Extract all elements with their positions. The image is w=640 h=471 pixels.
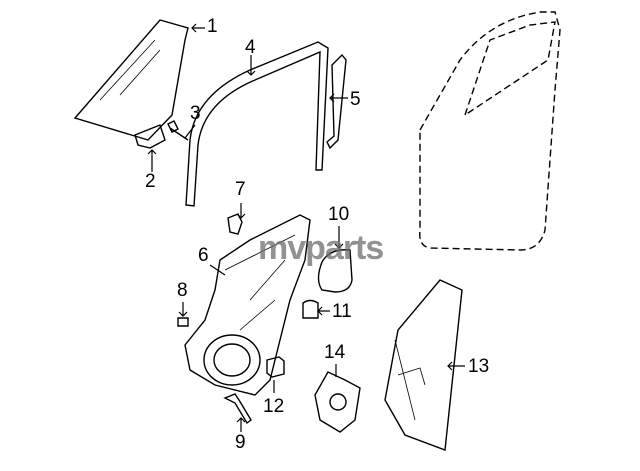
part-14-motor [314,371,361,433]
callout-8: 8 [177,280,188,301]
callout-9: 9 [235,432,246,453]
part-7-clip [227,213,243,235]
leader-lines [147,23,465,432]
part-6-regulator-plate [184,214,311,396]
callout-14: 14 [324,342,346,363]
callout-12: 12 [263,396,285,417]
part-9-bolt [223,393,252,425]
part-5-channel [326,53,347,150]
part-11-cap [302,299,319,319]
callout-6: 6 [198,245,209,266]
part-12-block [266,356,285,378]
callout-10: 10 [328,204,350,225]
door-outline [419,11,561,251]
callout-1: 1 [207,16,218,37]
part-4-run-channel [185,41,329,207]
part-2-bracket [134,124,166,149]
part-8-screw [177,317,189,327]
callout-13: 13 [468,356,490,377]
callout-4: 4 [245,37,256,58]
part-10-pad [317,249,353,293]
part-13-window-regulator [384,279,463,451]
callout-5: 5 [350,89,361,110]
callout-11: 11 [332,301,352,322]
watermark-logo: mvparts [258,229,384,267]
callout-7: 7 [235,179,246,200]
callout-2: 2 [145,171,156,192]
callout-3: 3 [190,103,201,124]
